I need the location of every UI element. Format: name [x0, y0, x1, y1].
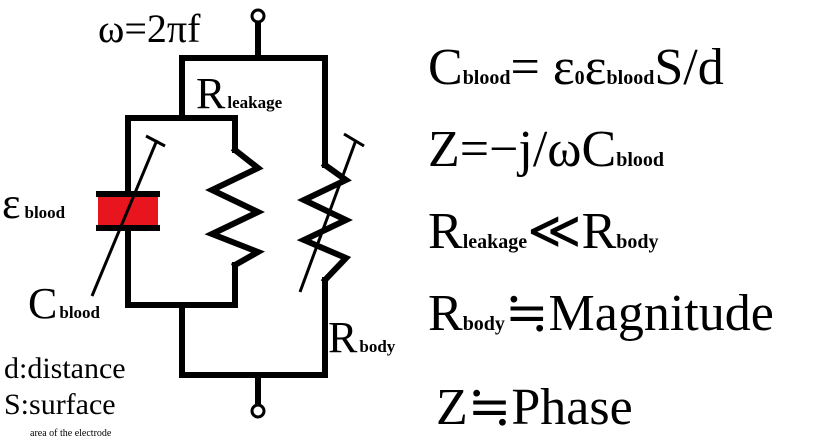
bottom-terminal [250, 372, 266, 419]
leakage-resistor-symbol [204, 145, 265, 270]
equation-impedance: Z=−j/ωCblood [428, 121, 664, 178]
capacitor-symbol [90, 134, 166, 297]
variable-resistor-arrow [298, 139, 358, 293]
outer-wire-loop [179, 55, 328, 378]
top-terminal [250, 8, 266, 61]
equation-body-magnitude: Rbody≒Magnitude [428, 285, 774, 342]
equation-phase: Z≒Phase [436, 379, 633, 436]
body-resistor-symbol [296, 132, 365, 293]
omega-label: ω=2πf [98, 6, 201, 51]
equation-c-blood: Cblood= ε0εbloodS/d [428, 39, 724, 96]
distance-legend: d:distance [4, 352, 126, 385]
variable-capacitor-arrow [90, 139, 159, 297]
surface-legend: S:surface [4, 388, 116, 421]
surface-note: area of the electrode [30, 428, 112, 439]
inner-wire-loop [125, 115, 238, 308]
equation-leakage-vs-body: Rleakage≪Rbody [428, 203, 659, 260]
